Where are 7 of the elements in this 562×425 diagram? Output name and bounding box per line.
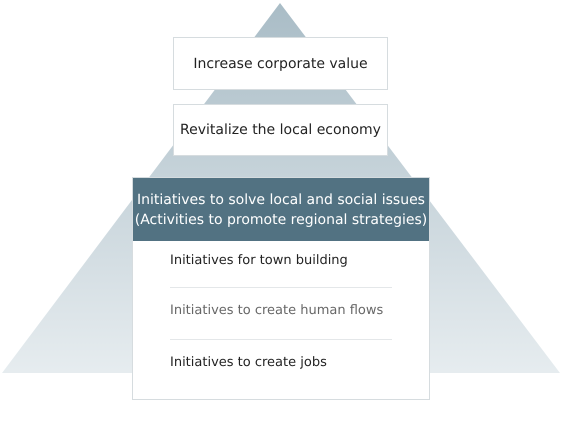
- goal-box: Increase corporate value: [173, 37, 388, 90]
- initiative-item: Initiatives to create jobs: [170, 355, 392, 370]
- strategy-panel: [132, 177, 430, 400]
- goal-box: Revitalize the local economy: [173, 104, 388, 156]
- panel-header: Initiatives to solve local and social issues (Activities to promote regional strategies): [133, 178, 429, 241]
- initiative-item: Initiatives to create human flows: [170, 303, 392, 318]
- initiative-item: Initiatives for town building: [170, 253, 392, 268]
